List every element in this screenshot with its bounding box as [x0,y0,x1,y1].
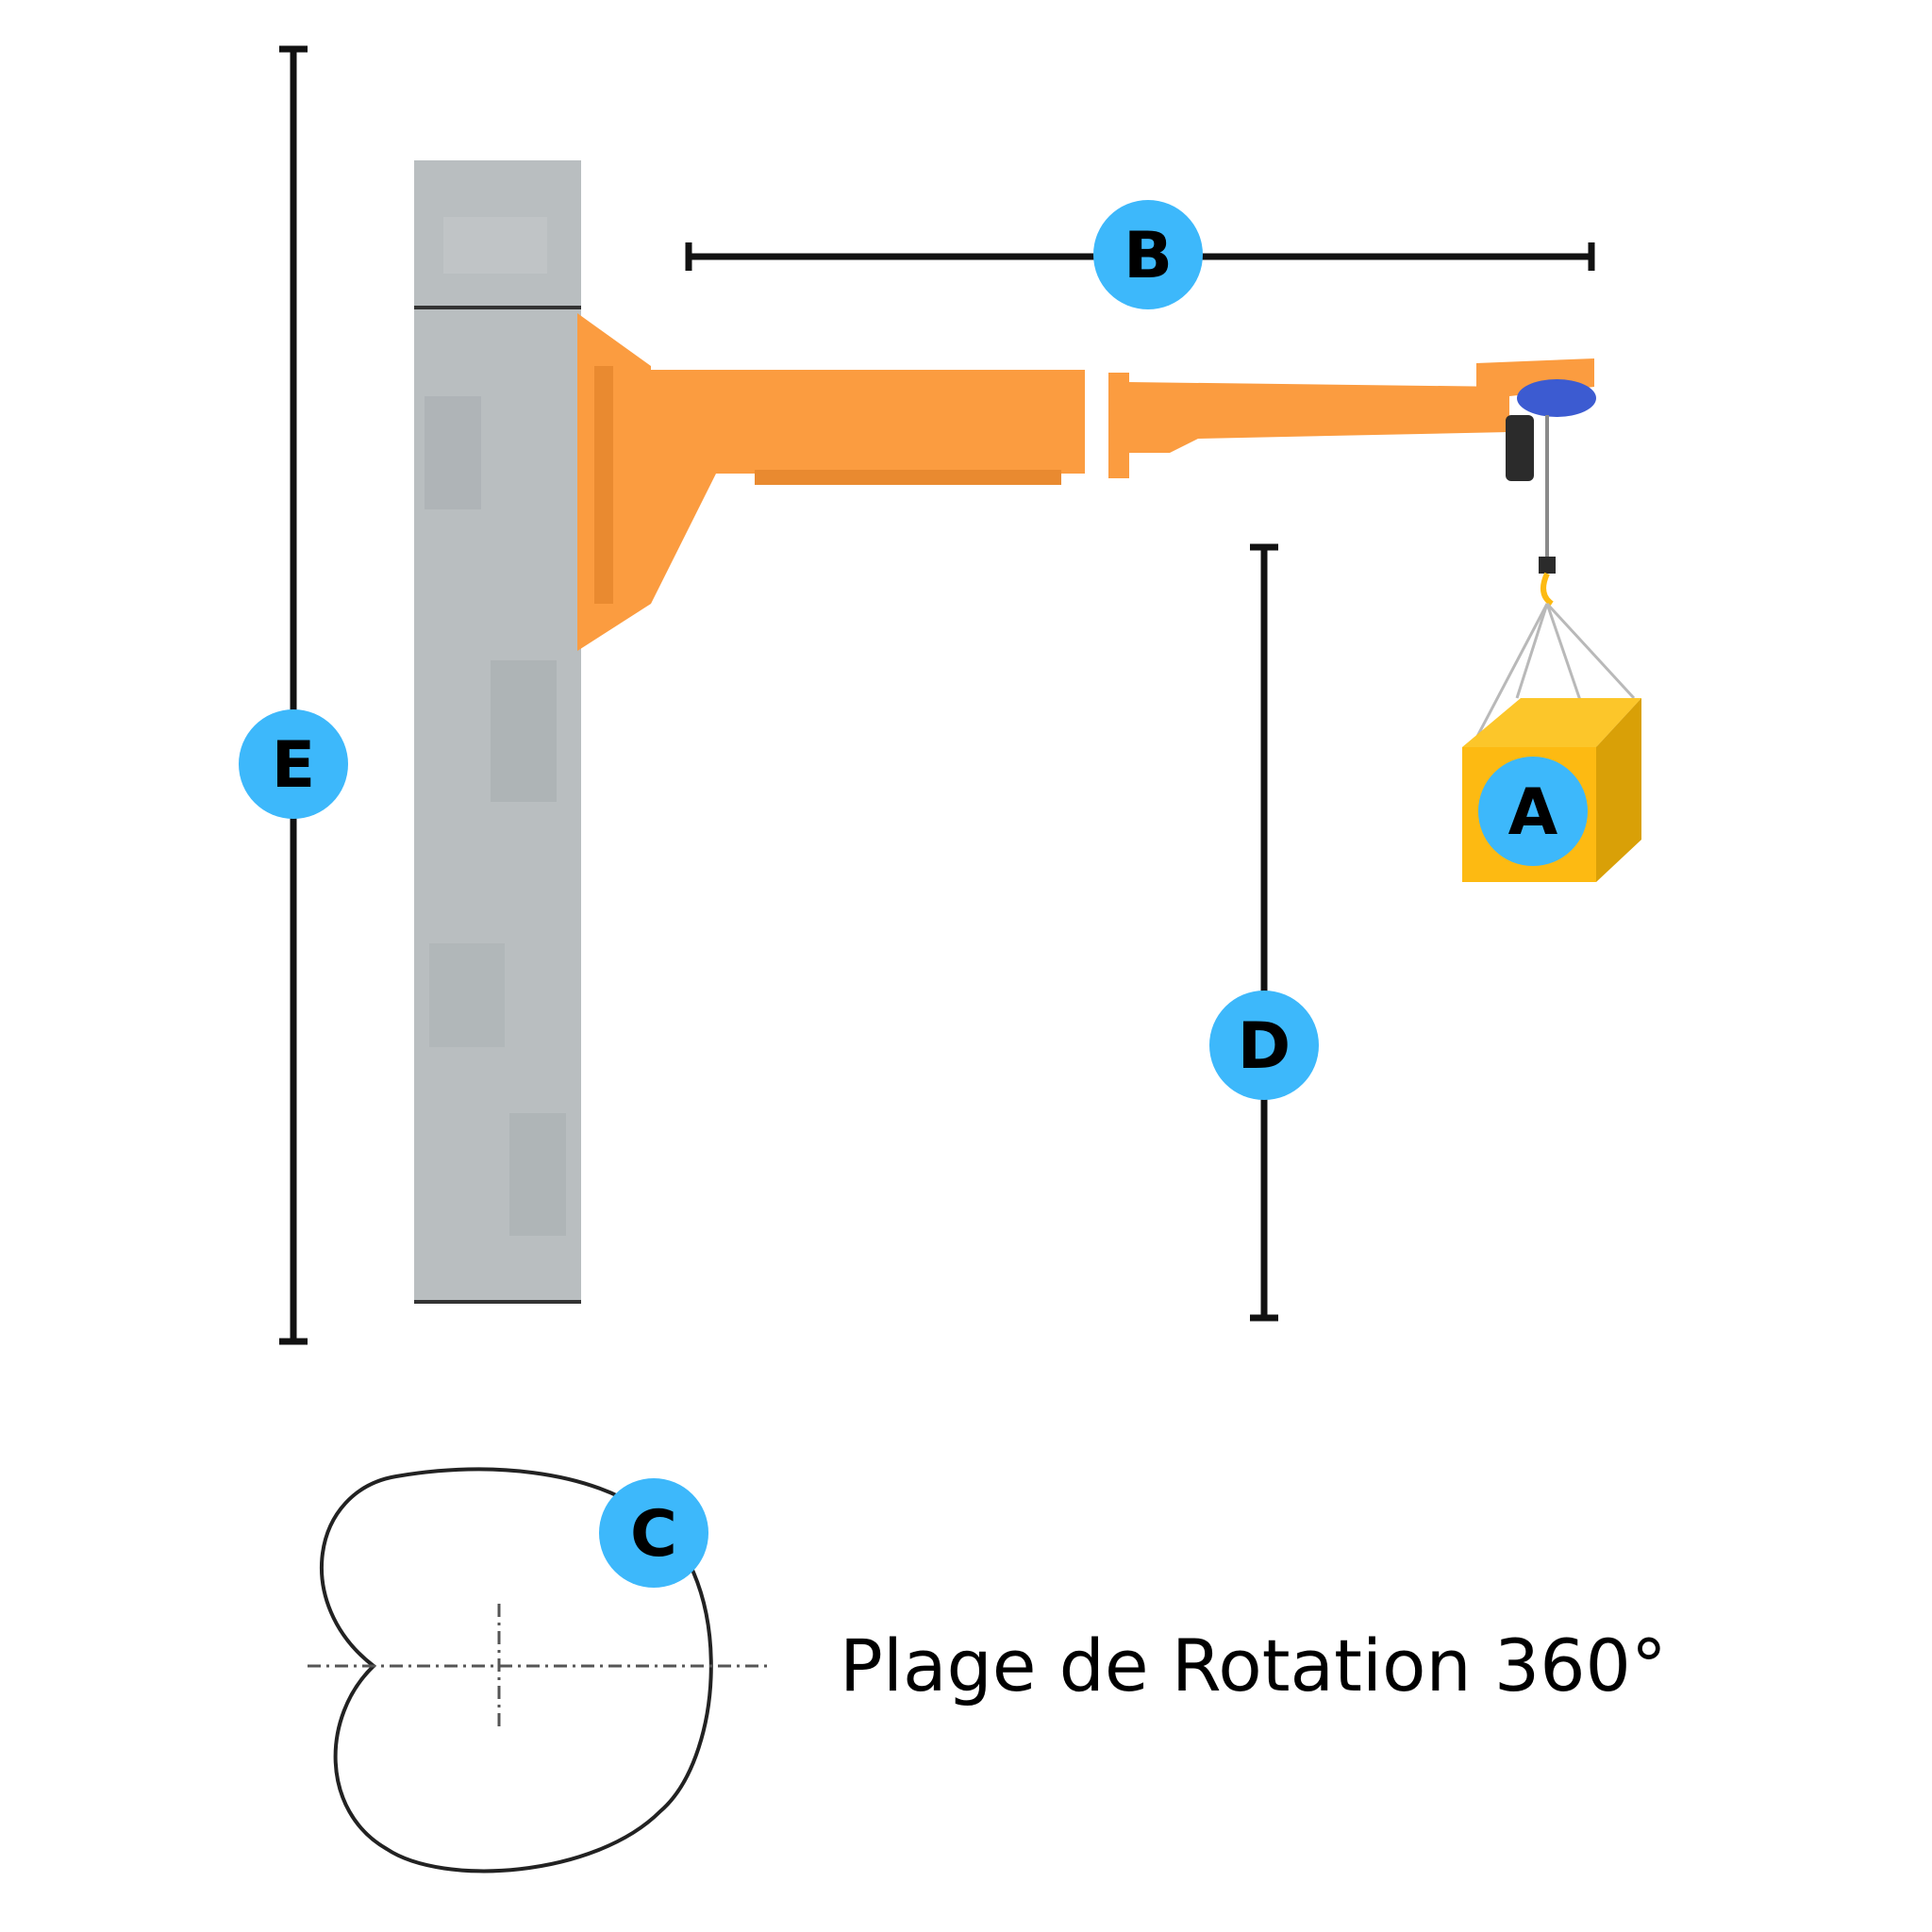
rotation-caption: Plage de Rotation 360° [840,1624,1667,1707]
badge-a: A [1478,757,1588,866]
badge-b: B [1093,200,1203,309]
svg-text:E: E [272,728,315,803]
badge-e: E [239,709,348,819]
dimension-d [1250,543,1278,1322]
jib-arm [577,313,1594,651]
concrete-column [414,160,581,1304]
rotation-range-outline [308,1467,770,1874]
svg-text:C: C [630,1497,677,1572]
dimension-e [279,45,308,1345]
electric-hoist [1506,379,1596,607]
svg-text:D: D [1238,1009,1291,1084]
badge-c: C [599,1478,708,1588]
svg-text:A: A [1508,775,1558,850]
svg-text:B: B [1124,219,1173,293]
badge-d: D [1209,991,1319,1100]
